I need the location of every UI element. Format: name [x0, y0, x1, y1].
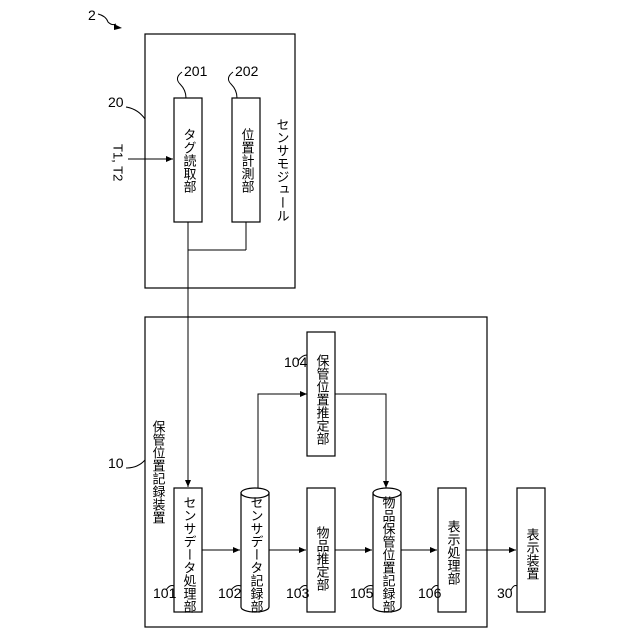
display-device-ref: 30 — [497, 585, 513, 601]
item-estimator-ref: 103 — [286, 585, 310, 601]
tag-reader-label: タグ読取部 — [181, 128, 197, 193]
figure-number: 2 — [88, 7, 96, 23]
display-processor-ref: 106 — [418, 585, 442, 601]
display-processor-label: 表示処理部 — [445, 520, 461, 585]
display-device-label: 表示装置 — [524, 528, 540, 580]
sensor-module-label: センサモジュール — [274, 118, 290, 222]
sensor-module-leader — [126, 107, 145, 119]
recorder-to-position-estimator-arrow — [258, 394, 307, 488]
recording-device-leader — [126, 460, 145, 468]
sensor-data-recorder-label: センサデータ記録部 — [248, 496, 264, 613]
item-estimator-label: 物品推定部 — [314, 526, 330, 591]
tag-reader-ref: 201 — [184, 63, 208, 79]
tag-input-label: T1, T2 — [111, 144, 126, 181]
sensor-data-processor-ref: 101 — [153, 585, 177, 601]
position-estimator-to-storage-recorder-arrow — [335, 394, 386, 488]
item-storage-position-recorder-ref: 105 — [350, 585, 374, 601]
item-storage-position-recorder-label: 物品保管位置記録部 — [380, 496, 396, 613]
position-measurer-ref: 202 — [235, 63, 259, 79]
recording-device-label: 保管位置記録装置 — [150, 420, 166, 524]
storage-position-estimator-label: 保管位置推定部 — [314, 354, 330, 445]
sensor-data-recorder-ref: 102 — [218, 585, 242, 601]
sensor-module-ref: 20 — [108, 94, 124, 110]
recording-device-ref: 10 — [108, 455, 124, 471]
figure-number-leader — [98, 14, 116, 25]
position-measurer-label: 位置計測部 — [239, 128, 255, 193]
sensor-data-processor-label: センサデータ処理部 — [181, 496, 197, 613]
storage-position-estimator-ref: 104 — [284, 354, 308, 370]
figure-number-arrowhead — [114, 24, 122, 30]
